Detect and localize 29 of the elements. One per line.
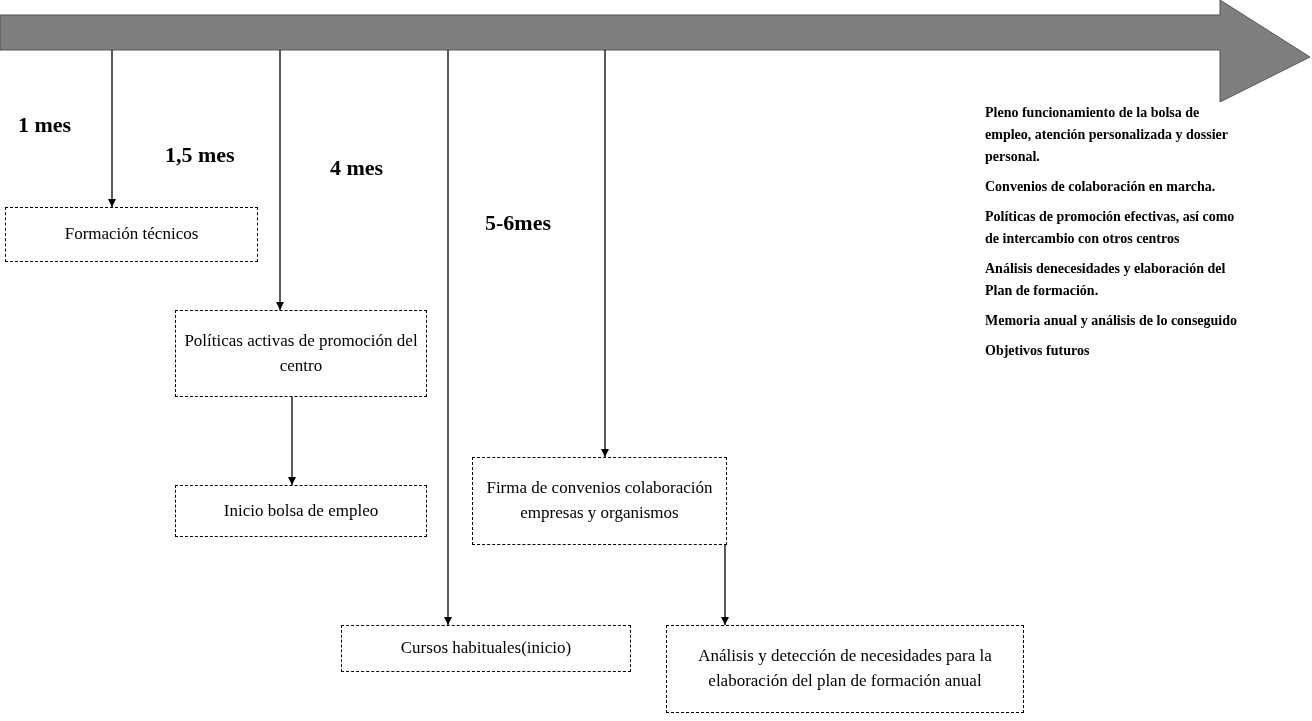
- arrow: [601, 49, 609, 458]
- box-text: Firma de convenios colaboración empresas y organismos: [485, 477, 714, 524]
- note-text: Políticas de promoción efectivas, así como de intercambio con otros centros: [985, 208, 1236, 248]
- process-box: [666, 625, 1024, 713]
- arrow: [444, 49, 452, 626]
- box-text: Políticas activas de promoción del centro: [184, 329, 418, 377]
- process-box: [472, 457, 727, 545]
- arrow: [108, 49, 116, 208]
- timeline-arrow: [0, 0, 1310, 102]
- box-text: Formación técnicos: [64, 223, 199, 246]
- note-text: Memoria anual y análisis de lo conseguido: [985, 312, 1239, 330]
- time-label: 1,5 mes: [165, 142, 235, 168]
- process-box: [175, 485, 427, 537]
- box-text: Cursos habituales(inicio): [400, 637, 572, 660]
- arrow: [721, 544, 729, 626]
- note-text: Análisis denecesidades y elaboración del Plan de formación.: [985, 260, 1227, 300]
- process-box: [5, 207, 258, 262]
- note-text: Pleno funcionamiento de la bolsa de empleo, atención personalizada y dossier personal.: [985, 104, 1229, 166]
- note-text: Objetivos futuros: [985, 342, 1091, 360]
- box-text: Análisis y detección de necesidades para la elaboración del plan de formación anual: [697, 645, 993, 692]
- process-box: [175, 310, 427, 397]
- arrow: [288, 396, 296, 486]
- time-label: 5-6mes: [485, 210, 551, 236]
- time-label: 4 mes: [330, 155, 384, 181]
- process-box: [341, 625, 631, 672]
- arrow: [276, 49, 284, 311]
- time-label: 1 mes: [18, 112, 72, 138]
- note-text: Convenios de colaboración en marcha.: [985, 178, 1217, 196]
- box-text: Inicio bolsa de empleo: [223, 499, 379, 522]
